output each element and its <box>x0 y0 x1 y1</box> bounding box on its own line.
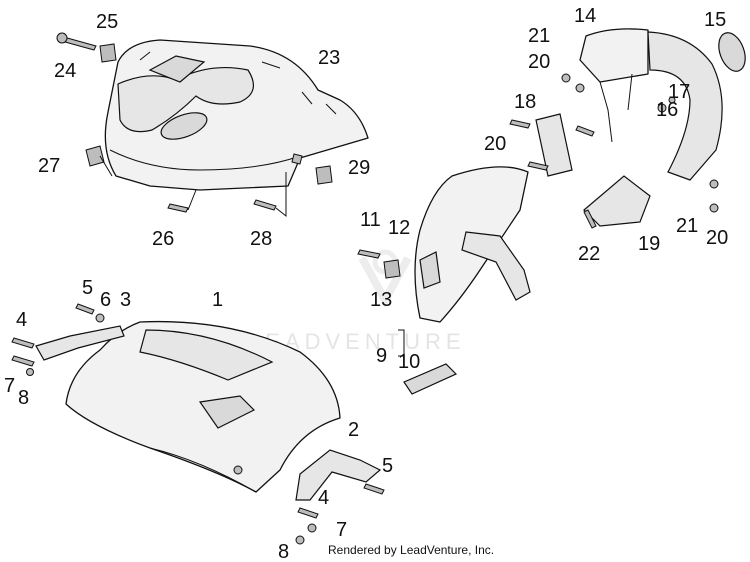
callout-28: 28 <box>250 228 272 250</box>
callout-labels: 25 24 23 27 29 26 28 1 5 6 3 4 7 8 2 5 4… <box>4 5 728 562</box>
callout-11: 11 <box>360 209 381 231</box>
part-24-screw <box>56 32 97 51</box>
callout-5a: 5 <box>82 277 93 299</box>
callout-14: 14 <box>574 5 596 27</box>
footer-credit: Rendered by LeadVenture, Inc. <box>328 543 494 557</box>
callout-16: 16 <box>656 99 678 121</box>
callout-8b: 8 <box>278 541 289 562</box>
callout-20b: 20 <box>484 133 506 155</box>
right-hardware-group <box>295 483 385 545</box>
callout-3: 3 <box>120 289 131 311</box>
bracket-9-10 <box>398 329 405 357</box>
callout-8a: 8 <box>18 387 29 409</box>
callout-15: 15 <box>704 9 726 31</box>
part-27-bracket <box>85 145 113 177</box>
part-25-clip <box>99 43 117 63</box>
callout-24: 24 <box>54 60 76 82</box>
part-12-nut <box>383 259 401 279</box>
part-14-license-bracket <box>579 28 723 181</box>
callout-25: 25 <box>96 11 118 33</box>
callout-7b: 7 <box>336 519 347 541</box>
part-11-screw <box>357 249 381 259</box>
part-15-reflector <box>718 32 746 72</box>
callout-4a: 4 <box>16 309 27 331</box>
callout-4b: 4 <box>318 487 329 509</box>
part-3-bracket <box>35 325 125 361</box>
callout-5b: 5 <box>382 455 393 477</box>
callout-13: 13 <box>370 289 392 311</box>
callout-22: 22 <box>578 243 600 265</box>
callout-20a: 20 <box>528 51 550 73</box>
callout-1: 1 <box>212 289 223 311</box>
callout-19: 19 <box>638 233 660 255</box>
part-23-upper-cover <box>104 39 369 191</box>
part-18-bracket <box>535 113 573 177</box>
callout-20c: 20 <box>706 227 728 249</box>
callout-12: 12 <box>388 217 410 239</box>
part-19-plate <box>583 175 651 227</box>
callout-23: 23 <box>318 47 340 69</box>
part-9-inner-fender <box>414 166 531 323</box>
callout-26: 26 <box>152 228 174 250</box>
callout-18: 18 <box>514 91 536 113</box>
callout-21b: 21 <box>676 215 698 237</box>
rear-hardware-group <box>509 73 719 229</box>
left-hardware-group <box>11 303 105 376</box>
callout-6: 6 <box>100 289 111 311</box>
part-10-reflector <box>403 363 458 395</box>
part-29-clip <box>315 165 333 185</box>
callout-27: 27 <box>38 155 60 177</box>
callout-10: 10 <box>398 351 420 373</box>
callout-9: 9 <box>376 345 387 367</box>
callout-29: 29 <box>348 157 370 179</box>
part-1-front-fender <box>65 320 341 493</box>
callout-17: 17 <box>668 81 690 103</box>
part-26-screw <box>167 189 197 213</box>
callout-2: 2 <box>348 419 359 441</box>
part-2-bracket <box>295 449 382 501</box>
part-28-screw <box>253 172 287 218</box>
callout-21a: 21 <box>528 25 550 47</box>
callout-7a: 7 <box>4 375 15 397</box>
